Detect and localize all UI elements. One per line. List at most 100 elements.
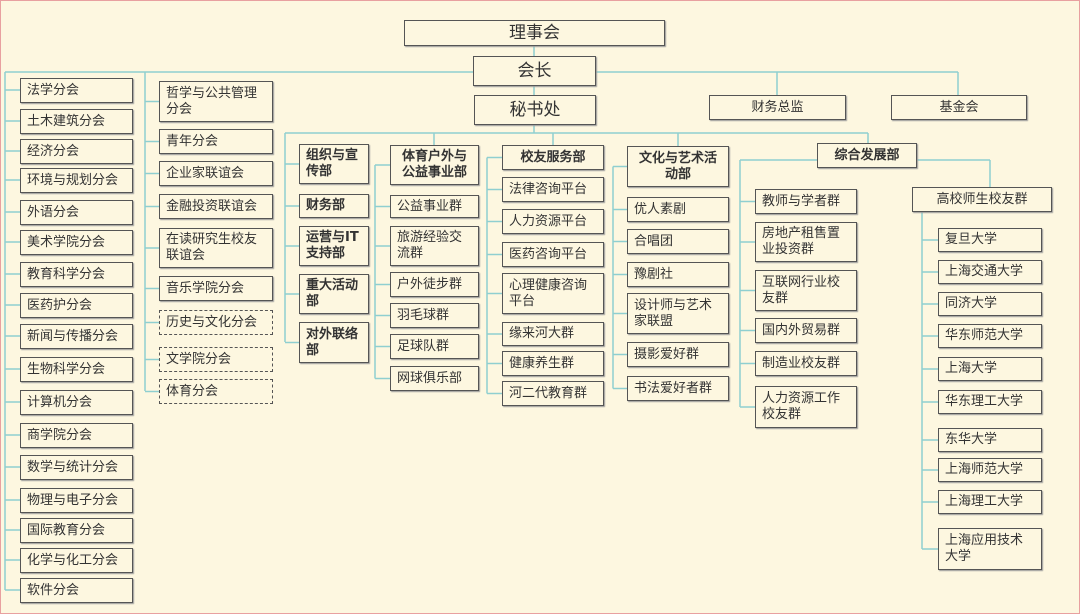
- alumni-service-dept-item-label: 心理健康咨询平台: [509, 277, 588, 309]
- branch-item[interactable]: 音乐学院分会: [159, 276, 273, 301]
- university-item[interactable]: 复旦大学: [938, 228, 1042, 252]
- alumni-service-dept-header[interactable]: 校友服务部: [502, 145, 604, 170]
- branch-item[interactable]: 美术学院分会: [20, 230, 133, 255]
- branch-item-label: 生物科学分会: [27, 361, 106, 377]
- branch-item[interactable]: 外语分会: [20, 200, 133, 225]
- branch-item[interactable]: 青年分会: [159, 129, 273, 154]
- branch-item[interactable]: 金融投资联谊会: [159, 194, 273, 219]
- university-item[interactable]: 上海交通大学: [938, 260, 1042, 284]
- university-item[interactable]: 上海理工大学: [938, 490, 1042, 514]
- branch-item[interactable]: 体育分会: [159, 379, 273, 404]
- foundation-box[interactable]: 基金会: [891, 95, 1027, 120]
- branch-item-label: 体育分会: [166, 383, 219, 399]
- president-box[interactable]: 会长: [473, 56, 596, 86]
- university-item[interactable]: 上海应用技术大学: [938, 528, 1042, 570]
- sports-dept-item[interactable]: 羽毛球群: [390, 303, 479, 328]
- university-item[interactable]: 上海大学: [938, 357, 1042, 381]
- branch-item[interactable]: 环境与规划分会: [20, 168, 133, 193]
- culture-dept-header[interactable]: 文化与艺术活动部: [627, 146, 729, 187]
- sports-dept-item[interactable]: 旅游经验交流群: [390, 226, 479, 266]
- branch-item[interactable]: 国际教育分会: [20, 518, 133, 543]
- branch-item[interactable]: 历史与文化分会: [159, 310, 273, 335]
- branch-item-label: 法学分会: [27, 82, 80, 98]
- branch-item[interactable]: 医药护分会: [20, 293, 133, 318]
- branch-item[interactable]: 法学分会: [20, 78, 133, 103]
- culture-dept-item[interactable]: 豫剧社: [627, 262, 729, 287]
- alumni-service-dept-item[interactable]: 心理健康咨询平台: [502, 273, 604, 314]
- university-item-label: 上海交通大学: [945, 264, 1024, 279]
- branch-item[interactable]: 生物科学分会: [20, 357, 133, 382]
- alumni-service-dept-item[interactable]: 医药咨询平台: [502, 242, 604, 267]
- culture-dept-item-label: 设计师与艺术家联盟: [634, 297, 713, 329]
- branch-item[interactable]: 文学院分会: [159, 347, 273, 372]
- alumni-service-dept-header-label: 校友服务部: [520, 149, 586, 165]
- culture-dept-item-label: 豫剧社: [634, 266, 674, 282]
- development-item[interactable]: 互联网行业校友群: [755, 270, 857, 311]
- branch-item-label: 哲学与公共管理分会: [166, 85, 258, 117]
- department-box-label: 组织与宣传部: [306, 148, 359, 179]
- branch-item[interactable]: 商学院分会: [20, 423, 133, 448]
- university-item-label: 东华大学: [945, 432, 998, 447]
- branch-item-label: 计算机分会: [27, 394, 93, 410]
- alumni-service-dept-item[interactable]: 河二代教育群: [502, 381, 604, 406]
- sports-dept-item[interactable]: 户外徒步群: [390, 272, 479, 297]
- alumni-service-dept-item-label: 河二代教育群: [509, 385, 588, 401]
- council-box-label: 理事会: [509, 23, 560, 43]
- council-box[interactable]: 理事会: [404, 20, 665, 46]
- branch-item[interactable]: 计算机分会: [20, 390, 133, 415]
- alumni-service-dept-item[interactable]: 健康养生群: [502, 351, 604, 376]
- university-item[interactable]: 上海师范大学: [938, 458, 1042, 482]
- development-item-label: 国内外贸易群: [762, 322, 841, 338]
- university-item[interactable]: 华东师范大学: [938, 324, 1042, 348]
- branch-item-label: 软件分会: [27, 582, 80, 598]
- university-item-label: 复旦大学: [945, 232, 998, 247]
- branch-item[interactable]: 数学与统计分会: [20, 455, 133, 480]
- branch-item[interactable]: 新闻与传播分会: [20, 324, 133, 349]
- development-item-label: 互联网行业校友群: [762, 274, 841, 306]
- branch-item-label: 美术学院分会: [27, 234, 106, 250]
- branch-item[interactable]: 企业家联谊会: [159, 161, 273, 186]
- alumni-service-dept-item[interactable]: 缘来河大群: [502, 322, 604, 346]
- department-box[interactable]: 对外联络部: [299, 322, 369, 363]
- culture-dept-item[interactable]: 摄影爱好群: [627, 342, 729, 367]
- branch-item[interactable]: 哲学与公共管理分会: [159, 81, 273, 122]
- department-box[interactable]: 运营与IT支持部: [299, 226, 369, 266]
- development-item[interactable]: 制造业校友群: [755, 351, 857, 376]
- development-item[interactable]: 教师与学者群: [755, 189, 857, 214]
- department-box[interactable]: 重大活动部: [299, 274, 369, 314]
- alumni-service-dept-item[interactable]: 法律咨询平台: [502, 177, 604, 202]
- branch-item[interactable]: 物理与电子分会: [20, 488, 133, 513]
- department-box[interactable]: 组织与宣传部: [299, 144, 369, 184]
- branch-item[interactable]: 软件分会: [20, 578, 133, 603]
- alumni-service-dept-item[interactable]: 人力资源平台: [502, 209, 604, 234]
- university-item-label: 上海应用技术大学: [945, 533, 1024, 564]
- sports-dept-header[interactable]: 体育户外与公益事业部: [390, 145, 479, 185]
- branch-item-label: 在读研究生校友联谊会: [166, 232, 258, 263]
- cfo-box[interactable]: 财务总监: [709, 95, 846, 120]
- department-box[interactable]: 财务部: [299, 194, 369, 218]
- sports-dept-item[interactable]: 网球俱乐部: [390, 366, 479, 391]
- branch-item[interactable]: 在读研究生校友联谊会: [159, 228, 273, 268]
- branch-item-label: 教育科学分会: [27, 266, 106, 282]
- branch-item[interactable]: 经济分会: [20, 139, 133, 164]
- branch-item[interactable]: 化学与化工分会: [20, 548, 133, 573]
- culture-dept-item[interactable]: 书法爱好者群: [627, 376, 729, 401]
- university-item[interactable]: 华东理工大学: [938, 390, 1042, 414]
- development-dept-header[interactable]: 综合发展部: [817, 143, 917, 168]
- branch-item[interactable]: 教育科学分会: [20, 262, 133, 287]
- culture-dept-item[interactable]: 合唱团: [627, 229, 729, 254]
- university-item[interactable]: 东华大学: [938, 428, 1042, 452]
- sports-dept-item[interactable]: 公益事业群: [390, 195, 479, 218]
- secretariat-box[interactable]: 秘书处: [474, 95, 596, 125]
- university-item[interactable]: 同济大学: [938, 292, 1042, 316]
- department-box-label: 对外联络部: [306, 326, 359, 358]
- branch-item-label: 数学与统计分会: [27, 459, 119, 475]
- culture-dept-item[interactable]: 设计师与艺术家联盟: [627, 293, 729, 334]
- branch-item[interactable]: 土木建筑分会: [20, 109, 133, 134]
- development-item[interactable]: 房地产租售置业投资群: [755, 222, 857, 262]
- development-item[interactable]: 国内外贸易群: [755, 318, 857, 343]
- culture-dept-item[interactable]: 优人素剧: [627, 197, 729, 222]
- development-item[interactable]: 人力资源工作校友群: [755, 386, 857, 428]
- university-group-header[interactable]: 高校师生校友群: [912, 187, 1052, 212]
- sports-dept-item[interactable]: 足球队群: [390, 334, 479, 359]
